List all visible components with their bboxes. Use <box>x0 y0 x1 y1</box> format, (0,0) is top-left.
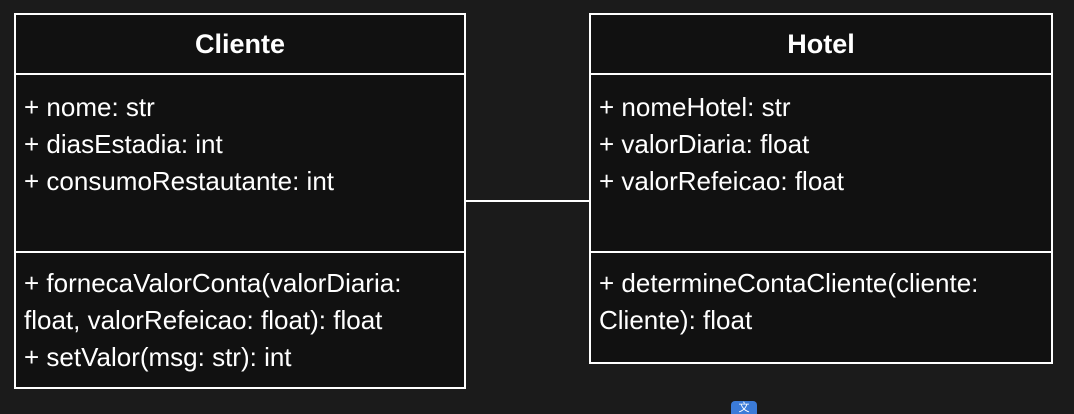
methods-section-hotel: + determineContaCliente(cliente: Cliente… <box>591 253 1051 339</box>
attribute-dias-estadia: + diasEstadia: int <box>24 129 223 159</box>
attributes-section-hotel: + nomeHotel: str + valorDiaria: float + … <box>591 75 1051 253</box>
attribute-nome: + nome: str <box>24 92 155 122</box>
translate-icon[interactable]: 文 <box>731 401 757 414</box>
class-name-hotel: Hotel <box>591 15 1051 75</box>
class-box-cliente[interactable]: Cliente + nome: str + diasEstadia: int +… <box>14 13 466 389</box>
attribute-valor-refeicao: + valorRefeicao: float <box>599 166 844 196</box>
attribute-nome-hotel: + nomeHotel: str <box>599 92 791 122</box>
method-set-valor: + setValor(msg: str): int <box>24 342 292 372</box>
attribute-consumo-restautante: + consumoRestautante: int <box>24 166 335 196</box>
method-forneca-valor-conta: + fornecaValorConta(valorDiaria: float, … <box>24 268 402 335</box>
method-determine-conta-cliente: + determineContaCliente(cliente: Cliente… <box>599 268 979 335</box>
class-name-cliente: Cliente <box>16 15 464 75</box>
attributes-section-cliente: + nome: str + diasEstadia: int + consumo… <box>16 75 464 253</box>
methods-section-cliente: + fornecaValorConta(valorDiaria: float, … <box>16 253 464 376</box>
attribute-valor-diaria: + valorDiaria: float <box>599 129 810 159</box>
association-line <box>466 200 589 202</box>
class-box-hotel[interactable]: Hotel + nomeHotel: str + valorDiaria: fl… <box>589 13 1053 364</box>
